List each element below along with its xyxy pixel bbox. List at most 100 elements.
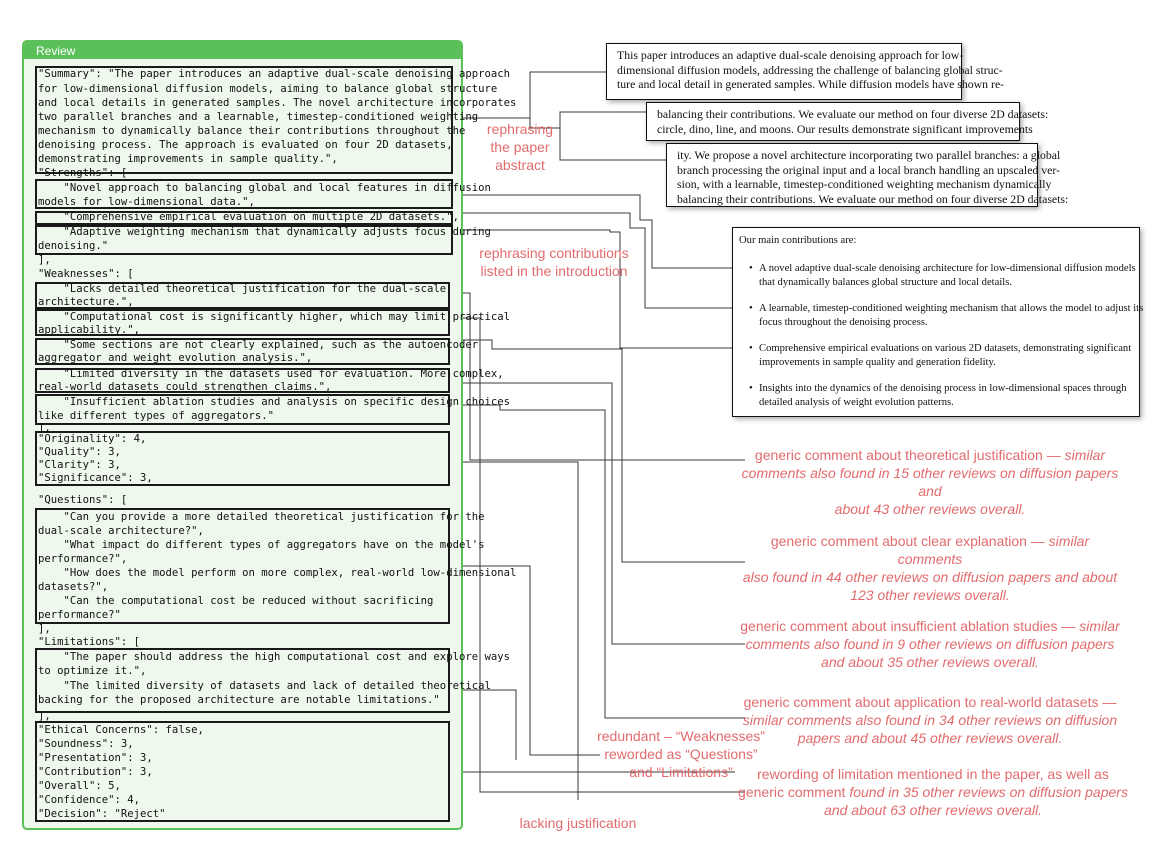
review-line: for low-dimensional diffusion models, ai… — [38, 83, 498, 95]
connector-diversity — [448, 382, 745, 645]
annotation-line: rephrasing contributions — [479, 245, 629, 261]
annotation-italic: similar — [1060, 447, 1106, 463]
bullet-icon: • — [749, 343, 753, 354]
review-line: ], — [38, 422, 51, 434]
review-line: "Quality": 3, — [38, 446, 121, 458]
review-line: backing for the proposed architecture ar… — [38, 694, 440, 706]
review-line: "Questions": [ — [38, 494, 128, 506]
annotation-line: rewording of limitation mentioned in the… — [757, 766, 1109, 782]
review-line: "Decision": "Reject" — [38, 808, 166, 820]
annotation-limitation: rewording of limitation mentioned in the… — [728, 765, 1138, 819]
contribution-line: improvements in sample quality and gener… — [759, 356, 996, 368]
annotation-italic: similar comments — [897, 533, 1090, 567]
annotation-line: generic comment about theoretical justif… — [738, 446, 1122, 464]
weakness-box-4 — [35, 368, 450, 393]
strength-box-2 — [35, 211, 453, 225]
annotation-line: generic comment found in 35 other review… — [728, 783, 1138, 801]
annotation-line: redundant – “Weaknesses” — [597, 728, 765, 744]
annotation-redundant: redundant – “Weaknesses” reworded as “Qu… — [592, 727, 770, 781]
weakness-box-3 — [35, 338, 450, 365]
review-line: "Some sections are not clearly explained… — [38, 339, 479, 351]
contribution-line: A learnable, timestep-conditioned weight… — [759, 303, 1144, 314]
review-line: ], — [38, 623, 51, 635]
review-line: "Lacks detailed theoretical justificatio… — [38, 283, 447, 295]
annotation-line: comments also found in 15 other reviews … — [741, 465, 1119, 499]
review-line: "Clarity": 3, — [38, 459, 121, 471]
annotation-line: generic comment about application to rea… — [743, 694, 1117, 710]
review-line: models for low-dimensional data.", — [38, 196, 255, 208]
contribution-line: that dynamically balances global structu… — [759, 276, 1012, 288]
review-line: "What impact do different types of aggre… — [38, 539, 485, 551]
review-line: "Significance": 3, — [38, 472, 153, 484]
annotation-rephrasing-abstract: rephrasing the paper abstract — [470, 120, 570, 174]
review-line: two parallel branches and a learnable, t… — [38, 111, 479, 123]
review-line: "The limited diversity of datasets and l… — [38, 680, 491, 692]
contribution-line: Comprehensive empirical evaluations on v… — [759, 343, 1132, 354]
annotation-line: generic comment about insufficient ablat… — [738, 617, 1122, 635]
contribution-item: • A novel adaptive dual-scale denoising … — [749, 262, 1136, 289]
contribution-line: focus throughout the denoising process. — [759, 316, 928, 328]
annotation-italic: found in 35 other reviews on diffusion p… — [845, 784, 1128, 800]
annotation-line: and about 63 other reviews overall. — [824, 802, 1042, 818]
annotation-clear-explanation: generic comment about clear explanation … — [738, 532, 1122, 604]
annotation-text: generic comment about clear explanation … — [770, 533, 1045, 549]
abstract-line: ture and local detail in generated sampl… — [617, 77, 1005, 92]
connector-questions — [448, 565, 600, 756]
review-line: "Limitations": [ — [38, 636, 141, 648]
annotation-line: and “Limitations” — [629, 764, 733, 780]
review-line: to optimize it.", — [38, 665, 147, 677]
annotation-line: similar comments also found in 34 other … — [742, 712, 1118, 728]
abstract-line: This paper introduces an adaptive dual-s… — [617, 48, 964, 62]
review-line: architecture.", — [38, 296, 134, 308]
contributions-heading: Our main contributions are: — [739, 235, 857, 246]
review-line: aggregator and weight evolution analysis… — [38, 352, 313, 364]
review-line: applicability.", — [38, 324, 141, 336]
annotation-lacking-justification: lacking justification — [519, 815, 637, 831]
annotation-line: about 43 other reviews overall. — [834, 501, 1026, 517]
contribution-item: • Comprehensive empirical evaluations on… — [749, 342, 1132, 369]
contribution-line: detailed analysis of weight evolution pa… — [759, 396, 954, 408]
annotation-line: and about 35 other reviews overall. — [821, 654, 1039, 670]
review-line: "Weaknesses": [ — [38, 268, 134, 280]
review-panel: Review "Summary": "The paper introduces … — [22, 40, 516, 830]
review-line: "Insufficient ablation studies and analy… — [38, 396, 510, 408]
review-line: ], — [38, 254, 51, 266]
annotation-line: abstract — [495, 157, 545, 173]
annotation-line: comments also found in 9 other reviews o… — [745, 636, 1115, 652]
abstract-line: dimensional diffusion models, addressing… — [617, 62, 1003, 77]
contribution-line: Insights into the dynamics of the denois… — [759, 383, 1127, 394]
annotation-text: generic comment — [738, 784, 846, 800]
annotation-line: also found in 44 other reviews on diffus… — [742, 569, 1118, 585]
review-line: mechanism to dynamically balance their c… — [38, 125, 466, 137]
weakness-box-2 — [35, 309, 450, 336]
annotation-theoretical: generic comment about theoretical justif… — [738, 446, 1122, 518]
bullet-icon: • — [749, 383, 753, 394]
review-line: "Computational cost is significantly hig… — [38, 311, 510, 323]
connector-ablation — [448, 404, 745, 719]
review-header: Review — [24, 42, 461, 59]
review-title: Review — [36, 44, 76, 58]
review-line: "The paper should address the high compu… — [38, 651, 510, 663]
review-line: performance?", — [38, 553, 128, 565]
questions-box — [35, 508, 450, 624]
review-line: "Confidence": 4, — [38, 794, 141, 806]
annotation-text: generic comment about theoretical justif… — [754, 447, 1061, 463]
contribution-line: A novel adaptive dual-scale denoising ar… — [759, 263, 1136, 274]
limitations-box — [35, 648, 450, 713]
connector-limitations — [448, 689, 517, 760]
connector-lacking — [448, 461, 579, 800]
bullet-icon: • — [749, 303, 753, 314]
connector-strength-1 — [452, 194, 755, 269]
annotation-line: 123 other reviews overall. — [850, 587, 1010, 603]
review-line: "Adaptive weighting mechanism that dynam… — [38, 226, 491, 238]
strength-box-1 — [35, 179, 453, 209]
ratings-box — [35, 721, 450, 822]
review-line: denoising process. The approach is evalu… — [38, 139, 453, 151]
review-line: "Originality": 4, — [38, 433, 147, 445]
connector-summary-abstract-1 — [452, 71, 606, 119]
scores-box — [35, 431, 450, 486]
annotation-rephrasing-contributions: rephrasing contributions listed in the i… — [466, 244, 642, 280]
review-line: denoising." — [38, 240, 109, 252]
review-line: "Overall": 5, — [38, 780, 121, 792]
